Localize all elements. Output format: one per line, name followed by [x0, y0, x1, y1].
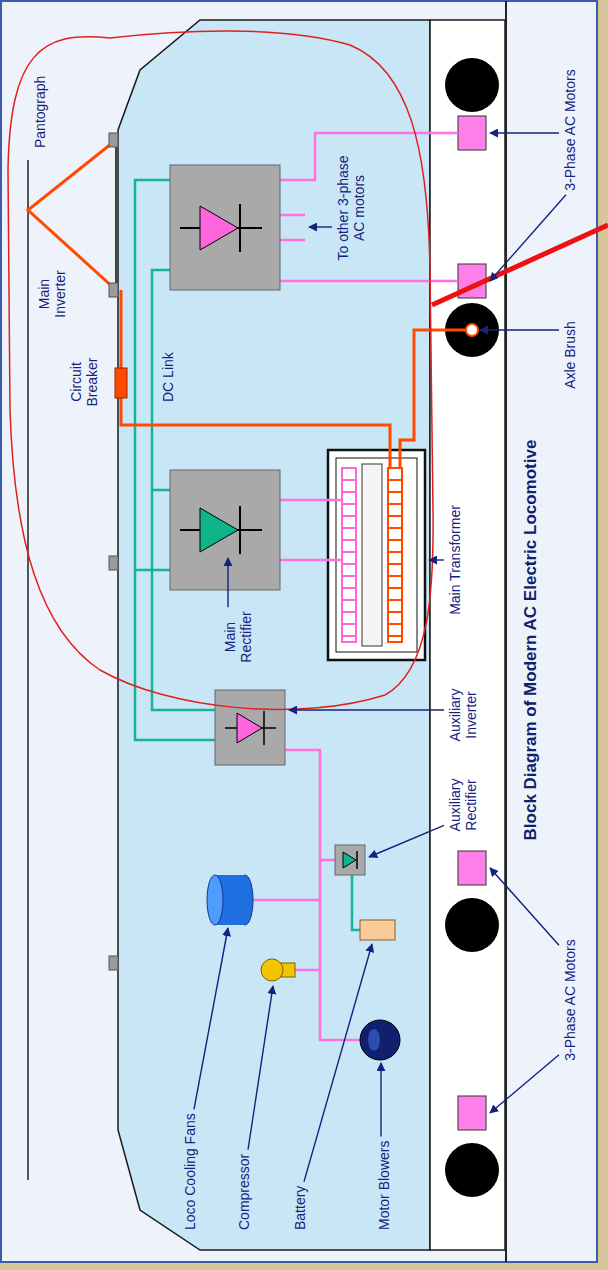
leader-arrow [309, 226, 332, 227]
component-label: Main Inverter [36, 263, 68, 325]
leader-arrow [369, 825, 444, 857]
leader-arrow [490, 132, 559, 133]
component-label: Battery [292, 1170, 308, 1230]
device-symbol [343, 852, 356, 868]
pantograph-base [115, 140, 117, 290]
primary-winding [388, 480, 402, 636]
component-label: Motor Blowers [376, 1120, 392, 1230]
diagram-panel [1, 1, 597, 1262]
device-symbol [200, 508, 238, 552]
compressor [261, 959, 283, 981]
component-label: Main Transformer [447, 490, 463, 630]
component-label: Compressor [236, 1140, 252, 1230]
catenary-wire [27, 160, 29, 1180]
leader-lines [194, 133, 566, 1182]
return-wire [400, 330, 466, 468]
leader-arrow [480, 329, 559, 330]
component-label: Auxiliary Rectifier [447, 765, 479, 845]
component-label: Auxiliary Inverter [447, 675, 479, 755]
highlight-loop [8, 31, 433, 710]
motor-blower [368, 1029, 380, 1051]
motor-wire [280, 133, 458, 281]
primary-winding [388, 468, 402, 642]
insulator [109, 283, 118, 297]
secondary-winding [342, 468, 356, 642]
device-symbol [239, 506, 241, 554]
cooling-fan [207, 875, 223, 925]
ac-wire [280, 500, 342, 560]
component-label: Pantograph [32, 58, 48, 148]
wire-label: DC Link [160, 338, 176, 402]
highlight-pointer [432, 225, 608, 305]
auxiliary-rectifier [335, 845, 365, 875]
device-symbol [263, 711, 265, 745]
main-inverter [170, 165, 280, 290]
axle-brush [466, 324, 478, 336]
device-symbol [356, 851, 358, 869]
wheel [445, 898, 499, 952]
traction-motor [458, 851, 486, 885]
wire-label: To other 3-phase AC motors [335, 149, 367, 267]
leader-arrow [194, 928, 228, 1109]
wheel [445, 58, 499, 112]
leader-arrow [490, 195, 566, 281]
insulator [109, 956, 118, 970]
leader-arrow [304, 944, 372, 1182]
auxiliary-bus [253, 750, 360, 1040]
device-symbol [237, 713, 262, 743]
transformer-enclosure [336, 458, 417, 652]
transformer-enclosure [328, 450, 425, 660]
leader-arrow [380, 1063, 381, 1137]
wheel [445, 1143, 499, 1197]
leader-arrow [289, 709, 444, 710]
hv-wire [121, 290, 390, 468]
component-label: Loco Cooling Fans [182, 1100, 198, 1230]
transformer-core [362, 464, 382, 646]
insulator [109, 133, 118, 147]
battery [360, 920, 395, 940]
figure-caption: Block Diagram of Modern AC Electric Loco… [521, 370, 541, 910]
component-label: Circuit Breaker [68, 352, 100, 412]
motor-blower [360, 1020, 400, 1060]
device-symbol [200, 206, 238, 250]
locomotive-body [118, 20, 430, 1250]
leader-arrow [490, 868, 559, 945]
component-label: Axle Brush [562, 310, 578, 400]
traction-motor [458, 1096, 486, 1130]
leader-arrow [227, 558, 228, 607]
battery-wire [352, 875, 360, 930]
leader-arrow [429, 559, 444, 560]
underframe [430, 20, 505, 1250]
component-label: 3-Phase AC Motors [562, 920, 578, 1080]
circuit-breaker [115, 368, 127, 398]
leader-arrow [490, 1055, 559, 1113]
component-label: 3-Phase AC Motors [562, 50, 578, 210]
rail [505, 1, 507, 1262]
auxiliary-inverter [215, 690, 285, 765]
device-symbol [239, 204, 241, 252]
secondary-winding [342, 480, 356, 636]
leader-arrow [248, 986, 273, 1150]
insulator [109, 556, 118, 570]
pantograph [28, 140, 116, 290]
traction-motor [458, 116, 486, 150]
component-label: Main Rectifier [222, 600, 254, 674]
main-rectifier [170, 470, 280, 590]
